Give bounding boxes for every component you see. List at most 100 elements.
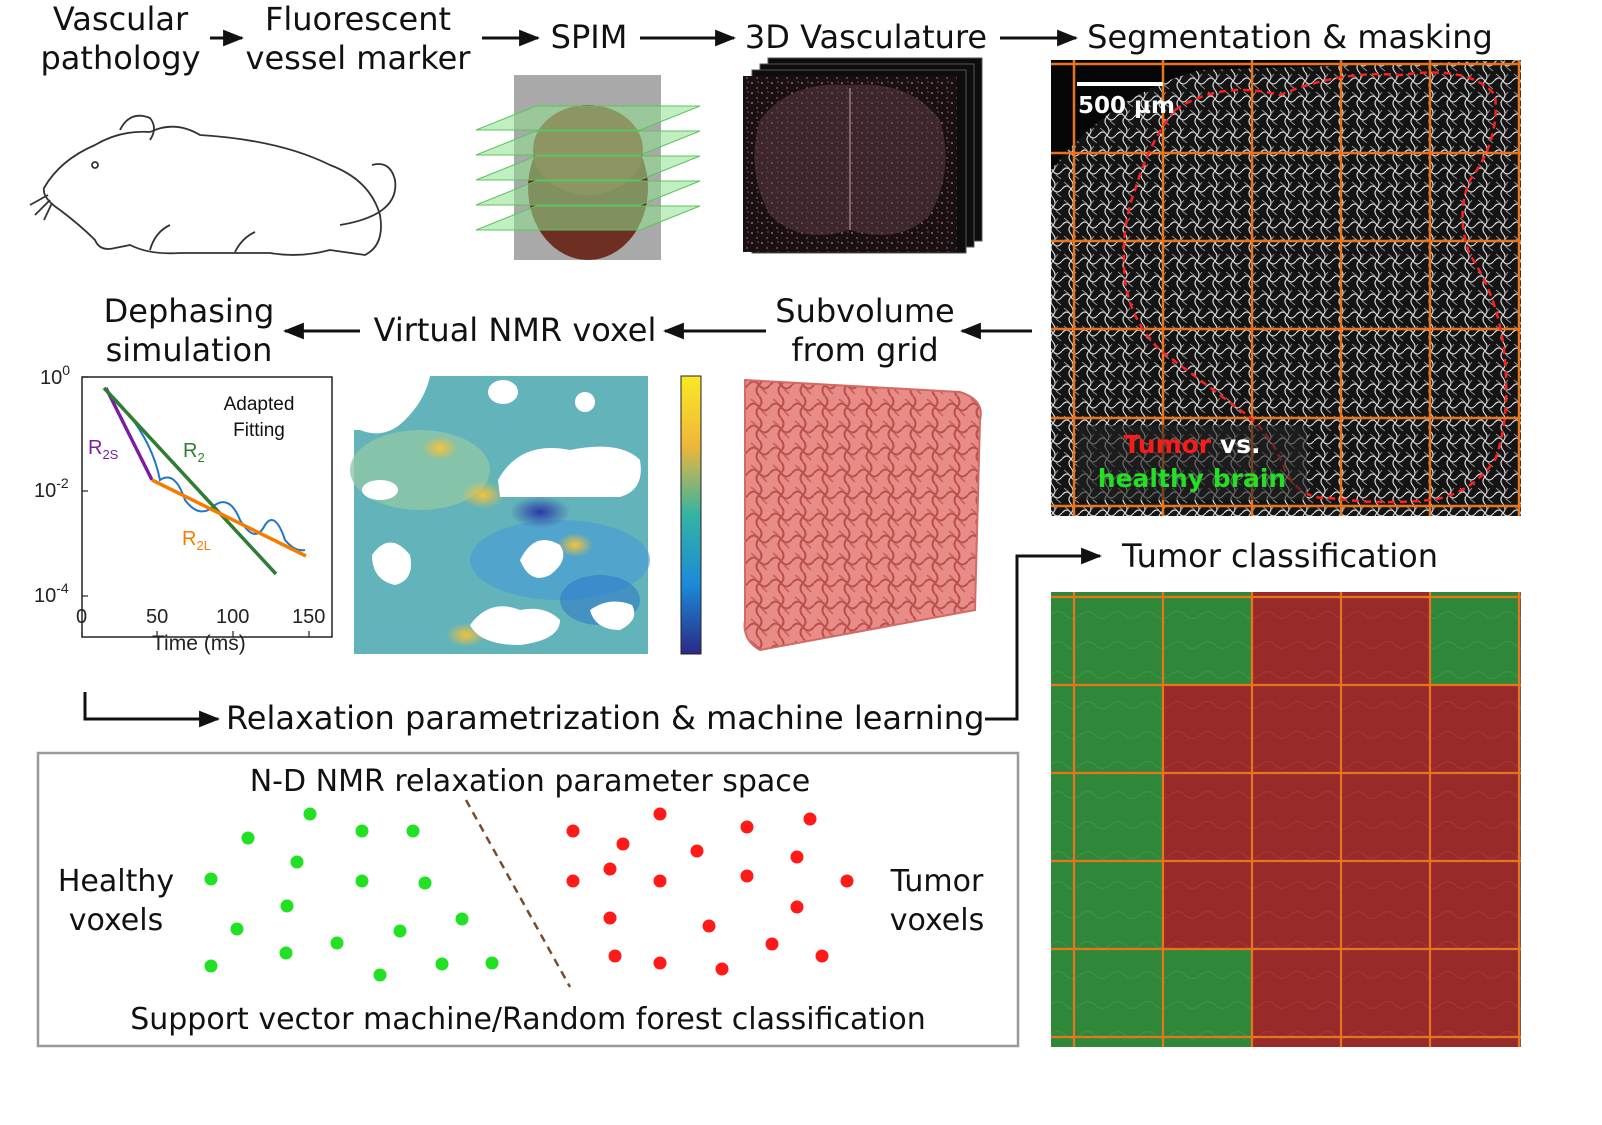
healthy-point	[373, 968, 387, 982]
parameter-space-footer: Support vector machine/Random forest cla…	[130, 1002, 926, 1037]
tumor-cell	[1163, 685, 1252, 773]
mask-legend-tumor: Tumor	[1123, 430, 1212, 459]
healthy-point	[355, 824, 369, 838]
decision-boundary	[464, 799, 572, 988]
healthy-cell	[1051, 861, 1074, 949]
label-virtual-voxel: Virtual NMR voxel	[373, 311, 657, 349]
tumor-point	[603, 862, 617, 876]
tumor-cell	[1430, 773, 1519, 861]
parameter-space-title: N-D NMR relaxation parameter space	[249, 764, 811, 799]
tumor-cell	[1430, 685, 1519, 773]
x-axis-label: Time (ms)	[152, 632, 246, 655]
healthy-point	[485, 956, 499, 970]
tumor-point	[653, 874, 667, 888]
healthy-cell	[1074, 949, 1163, 1047]
classification-image	[1051, 592, 1521, 1047]
healthy-cell	[1051, 949, 1074, 1047]
healthy-cell	[1074, 861, 1163, 949]
tumor-cell	[1430, 861, 1519, 949]
tumor-cell	[1252, 592, 1341, 685]
spim-image	[475, 75, 701, 260]
healthy-point	[393, 924, 407, 938]
y-tick-0: 100	[40, 362, 71, 389]
tumor-point	[790, 900, 804, 914]
tumor-point	[840, 874, 854, 888]
parameter-space-box	[36, 751, 1020, 1048]
healthy-cell	[1051, 685, 1074, 773]
healthy-cell	[1430, 592, 1519, 685]
healthy-point	[230, 922, 244, 936]
arrow-to-relaxation	[83, 692, 221, 728]
plot-legend: Adapted Fitting	[223, 394, 295, 441]
fit-line-r2s	[104, 387, 154, 481]
x-tick-0: 0	[76, 606, 88, 628]
x-tick-100: 100	[216, 606, 250, 628]
healthy-cell	[1074, 592, 1163, 685]
tumor-point	[653, 807, 667, 821]
label-vascular-pathology: Vascular pathology	[40, 0, 201, 77]
tumor-point	[616, 837, 630, 851]
tumor-point	[740, 869, 754, 883]
mouse-drawing	[29, 114, 397, 256]
subvolume-render	[743, 378, 982, 652]
healthy-cell	[1163, 592, 1252, 685]
arrow-to-classification	[985, 547, 1103, 721]
tumor-cell	[1252, 773, 1341, 861]
tumor-cell	[1163, 861, 1252, 949]
x-tick-150: 150	[292, 606, 326, 628]
mask-legend-healthy: healthy brain	[1097, 464, 1287, 493]
fit-line-r2l	[151, 478, 307, 558]
healthy-point	[290, 855, 304, 869]
label-subvolume: Subvolume from grid	[775, 292, 955, 369]
tumor-points	[566, 807, 854, 976]
tumor-cell	[1341, 592, 1430, 685]
tumor-point	[702, 919, 716, 933]
tumor-voxels-label: Tumor voxels	[889, 864, 985, 938]
healthy-point	[418, 876, 432, 890]
healthy-cell	[1051, 773, 1074, 861]
tumor-cell	[1341, 685, 1430, 773]
healthy-points	[204, 807, 499, 982]
healthy-point	[241, 831, 255, 845]
curve-label-r2l: R2L	[182, 528, 211, 553]
healthy-point	[435, 957, 449, 971]
healthy-point	[280, 899, 294, 913]
tumor-cell	[1163, 773, 1252, 861]
label-relaxation: Relaxation parametrization & machine lea…	[226, 699, 985, 737]
label-spim: SPIM	[550, 18, 628, 56]
vasculature-3d-stack	[743, 57, 983, 254]
healthy-point	[303, 807, 317, 821]
tumor-point	[715, 962, 729, 976]
label-fluorescent-marker: Fluorescent vessel marker	[245, 0, 471, 77]
tumor-cell	[1341, 949, 1430, 1047]
tumor-cell	[1341, 773, 1430, 861]
tumor-cell	[1430, 949, 1519, 1047]
healthy-point	[204, 872, 218, 886]
label-segmentation: Segmentation & masking	[1087, 18, 1493, 56]
tumor-point	[803, 812, 817, 826]
tumor-point	[790, 850, 804, 864]
healthy-cell	[1074, 773, 1163, 861]
tumor-cell	[1252, 861, 1341, 949]
tumor-point	[566, 874, 580, 888]
tumor-point	[608, 949, 622, 963]
tumor-point	[566, 824, 580, 838]
fit-line-r2	[102, 386, 278, 576]
y-tick-2: 10-4	[34, 580, 69, 607]
tumor-cell	[1341, 861, 1430, 949]
label-3d-vasculature: 3D Vasculature	[744, 18, 988, 56]
healthy-point	[330, 936, 344, 950]
tumor-point	[740, 820, 754, 834]
label-dephasing: Dephasing simulation	[103, 292, 275, 369]
segmentation-image	[1051, 60, 1521, 516]
healthy-cell	[1074, 685, 1163, 773]
tumor-point	[765, 937, 779, 951]
mask-legend-vs: vs.	[1211, 430, 1261, 459]
tumor-point	[815, 949, 829, 963]
healthy-point	[355, 874, 369, 888]
tumor-point	[653, 956, 667, 970]
x-tick-50: 50	[146, 606, 169, 628]
tumor-cell	[1252, 685, 1341, 773]
healthy-point	[279, 946, 293, 960]
label-tumor-classification: Tumor classification	[1121, 537, 1439, 575]
